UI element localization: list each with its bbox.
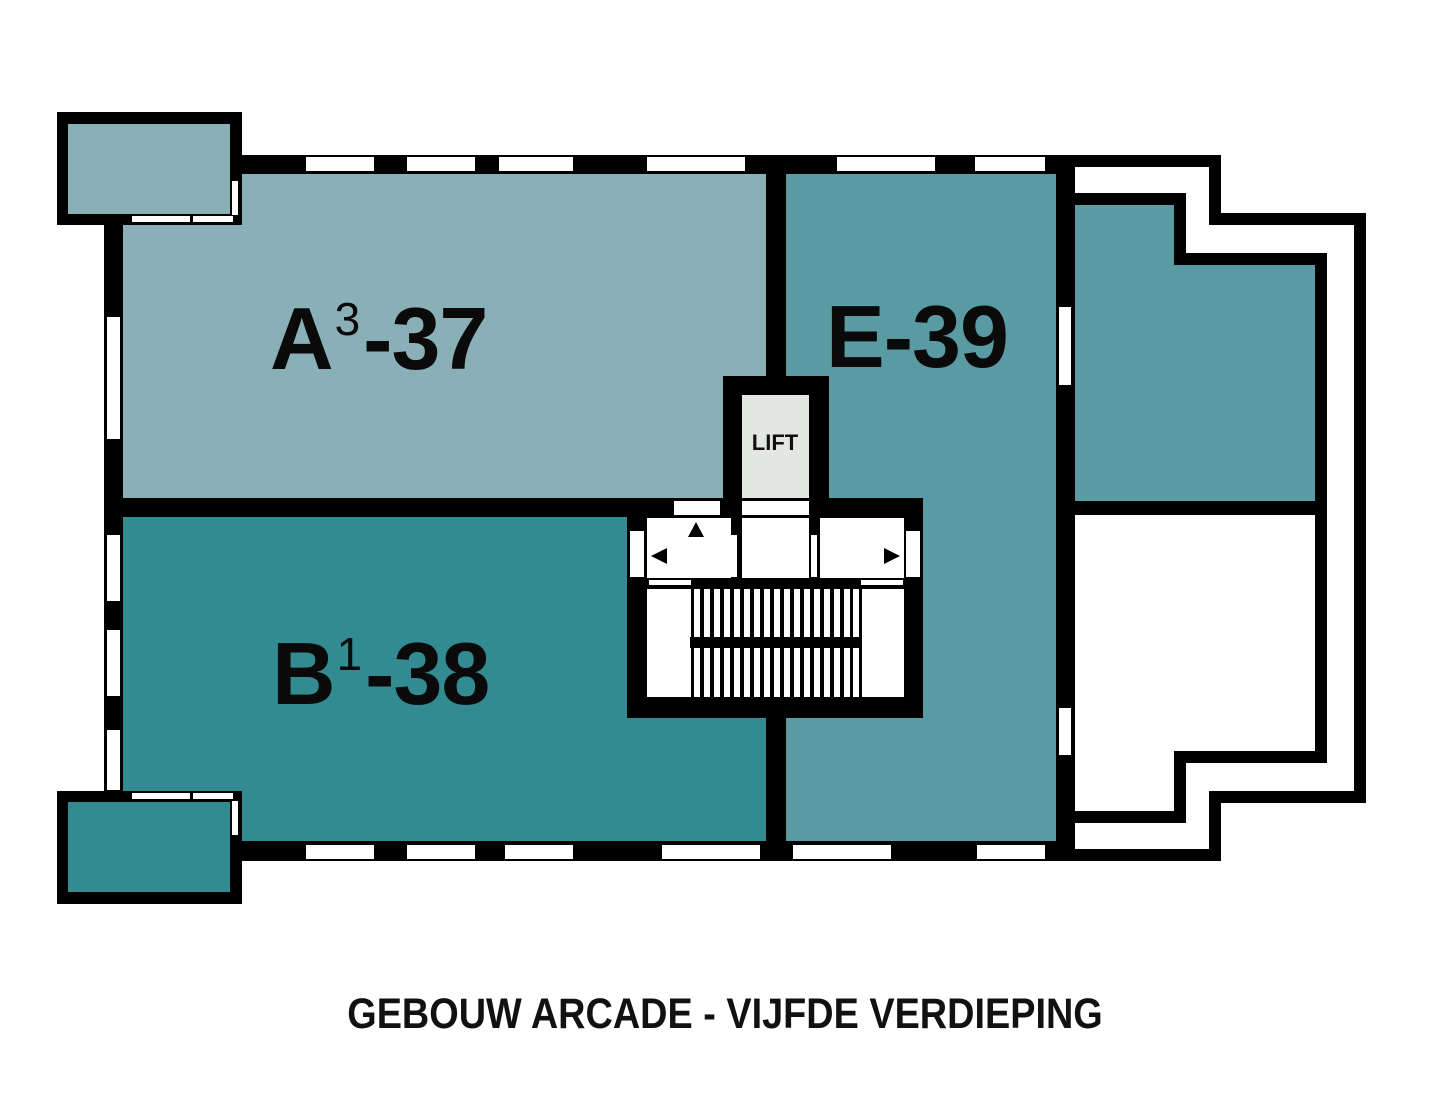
landing-right (820, 518, 904, 578)
stair-edge (861, 580, 903, 585)
unit-a-number: -37 (363, 289, 488, 388)
wall-b-e (766, 715, 786, 841)
unit-a-superscript: 3 (334, 293, 361, 345)
unit-a-letter: A (270, 289, 334, 388)
door (674, 501, 720, 515)
unit-b-label: B1-38 (272, 628, 490, 718)
window (1059, 708, 1071, 755)
stair-landing-left (647, 589, 691, 697)
door-jamb (811, 535, 817, 577)
unit-b-letter: B (272, 624, 336, 723)
lift-door (742, 501, 809, 515)
window (193, 793, 233, 799)
wall-e-right (1056, 174, 1075, 861)
arrow-up-icon (688, 522, 704, 537)
unit-a-label: A3-37 (270, 293, 488, 383)
door-right (906, 531, 920, 577)
window (193, 216, 233, 222)
floorplan-caption: GEBOUW ARCADE - VIJFDE VERDIEPING (347, 990, 1103, 1038)
stair-landing-right (862, 589, 904, 697)
balcony-bottom-left (68, 802, 230, 892)
landing-left (647, 518, 731, 578)
door-jamb (731, 535, 737, 577)
arrow-right-icon (884, 548, 900, 564)
lift-label: LIFT (751, 430, 799, 455)
top-windows-b (306, 157, 1045, 171)
window (1059, 307, 1071, 385)
landing-center (742, 518, 809, 578)
unit-e-label: E-39 (826, 293, 1009, 381)
door-left (630, 531, 644, 577)
bottom-windows (306, 845, 1045, 859)
unit-e-text: E-39 (826, 287, 1009, 386)
right-room-lower (1075, 515, 1315, 811)
wall-a-e (766, 174, 786, 378)
window (232, 801, 238, 835)
wall-a-b (123, 498, 628, 517)
unit-b-superscript: 1 (336, 628, 363, 680)
window (132, 216, 190, 222)
left-windows (107, 317, 120, 790)
right-room-upper[interactable] (1075, 205, 1315, 501)
stair-handrail (690, 637, 862, 648)
stair-edge (649, 580, 691, 585)
window (232, 181, 238, 215)
unit-b-number: -38 (365, 624, 490, 723)
unit-a-area[interactable] (123, 174, 766, 498)
lift-cabin[interactable] (742, 395, 809, 498)
balcony-top-left (68, 124, 230, 214)
window (132, 793, 190, 799)
arrow-left-icon (651, 548, 667, 564)
